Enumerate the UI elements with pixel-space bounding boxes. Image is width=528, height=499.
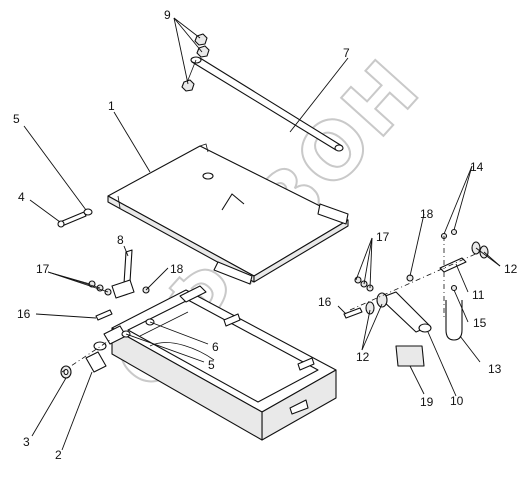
part-16-screw-right <box>343 307 363 319</box>
callout-11: 11 <box>472 288 485 302</box>
part-2-bushing <box>85 341 107 373</box>
callout-1: 1 <box>108 99 115 113</box>
callout-17a: 17 <box>36 262 50 276</box>
callout-17b: 17 <box>376 230 390 244</box>
tray-body <box>111 285 337 441</box>
part-16-screw-left <box>95 309 113 321</box>
callout-4: 4 <box>18 190 25 204</box>
assembly-axis-left <box>61 339 111 373</box>
callout-12a: 12 <box>504 262 518 276</box>
callout-10: 10 <box>450 394 464 408</box>
callout-19: 19 <box>420 395 434 409</box>
callout-16a: 16 <box>17 307 31 321</box>
callout-18a: 18 <box>170 262 184 276</box>
callout-8: 8 <box>117 233 124 247</box>
callout-15: 15 <box>473 316 487 330</box>
callout-6: 6 <box>212 340 219 354</box>
callout-3: 3 <box>23 435 30 449</box>
callout-5a: 5 <box>13 112 20 126</box>
callout-labels: 1 2 3 4 5 5 6 7 8 9 10 11 12 12 13 14 15… <box>13 8 518 462</box>
callout-2: 2 <box>55 448 62 462</box>
part-13-u-bracket <box>445 300 463 341</box>
callout-12b: 12 <box>356 350 370 364</box>
callout-18b: 18 <box>420 207 434 221</box>
part-11-clip <box>439 257 467 273</box>
part-8-bracket <box>111 249 135 299</box>
callout-5b: 5 <box>208 358 215 372</box>
part-7-rod <box>185 56 344 152</box>
callout-7: 7 <box>343 46 350 60</box>
part-9-nuts <box>181 33 210 92</box>
part-12-washers <box>365 241 489 315</box>
leader-lines <box>23 17 501 451</box>
callout-16b: 16 <box>318 295 332 309</box>
callout-9: 9 <box>164 8 171 22</box>
part-10-shaft <box>379 291 432 333</box>
part-4-bolt <box>57 208 93 228</box>
part-19-plate <box>395 345 425 367</box>
callout-13: 13 <box>488 362 502 376</box>
part-1-cover-plate <box>107 143 349 285</box>
callout-14: 14 <box>470 160 484 174</box>
